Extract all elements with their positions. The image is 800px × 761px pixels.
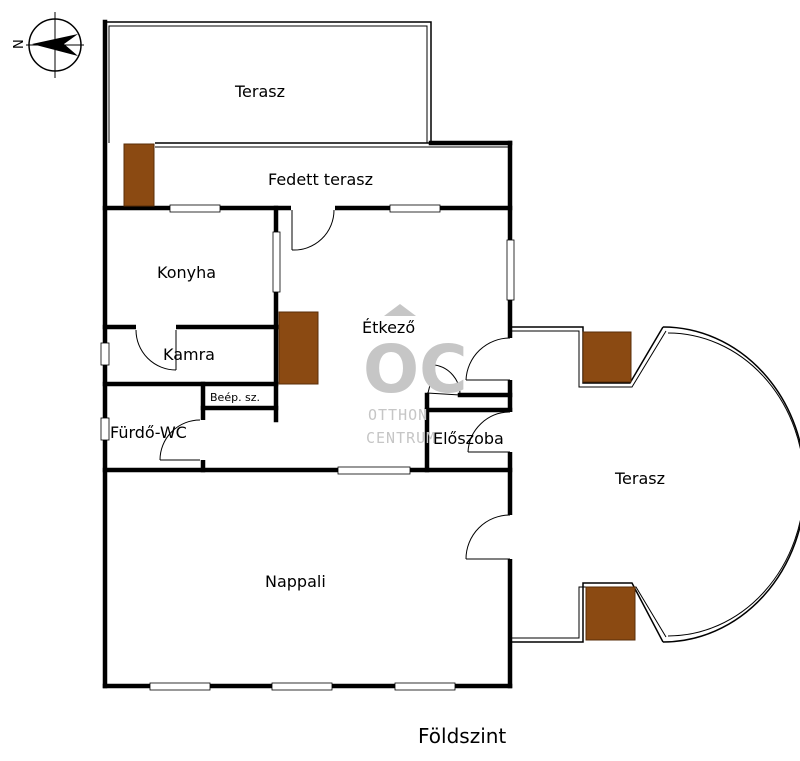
terasz-top-area: [104, 21, 510, 148]
watermark-logo: OC: [363, 331, 468, 408]
floor-caption: Földszint: [418, 724, 506, 748]
stove-etkezo: [278, 311, 319, 385]
windows: [100, 204, 515, 691]
house-walls: [102, 19, 513, 689]
doors: [135, 205, 514, 560]
chimney-fedett-terasz: [123, 143, 155, 207]
room-label-etkezo: Étkező: [362, 318, 415, 337]
room-label-fedett-terasz: Fedett terasz: [268, 170, 373, 189]
watermark-line1: OTTHON: [368, 406, 428, 424]
chimneys: [123, 143, 636, 641]
chimney-terasz-top: [582, 331, 632, 383]
room-label-terasz-top: Terasz: [234, 82, 285, 101]
compass-north-letter: N: [12, 39, 27, 49]
terasz-right-area: [510, 326, 800, 643]
room-label-kamra: Kamra: [163, 345, 215, 364]
compass-icon: N: [12, 12, 84, 78]
watermark-roof-icon: [384, 304, 416, 316]
room-label-furdo-wc: Fürdő-WC: [110, 423, 187, 442]
room-label-eloszoba: Előszoba: [433, 429, 504, 448]
room-label-nappali: Nappali: [265, 572, 326, 591]
watermark: OC OTTHON CENTRUM: [363, 304, 468, 447]
room-label-beep-sz: Beép. sz.: [210, 391, 260, 404]
chimney-terasz-bottom: [585, 586, 636, 641]
room-label-terasz-right: Terasz: [614, 469, 665, 488]
watermark-line2: CENTRUM: [366, 429, 436, 447]
room-label-konyha: Konyha: [157, 263, 216, 282]
